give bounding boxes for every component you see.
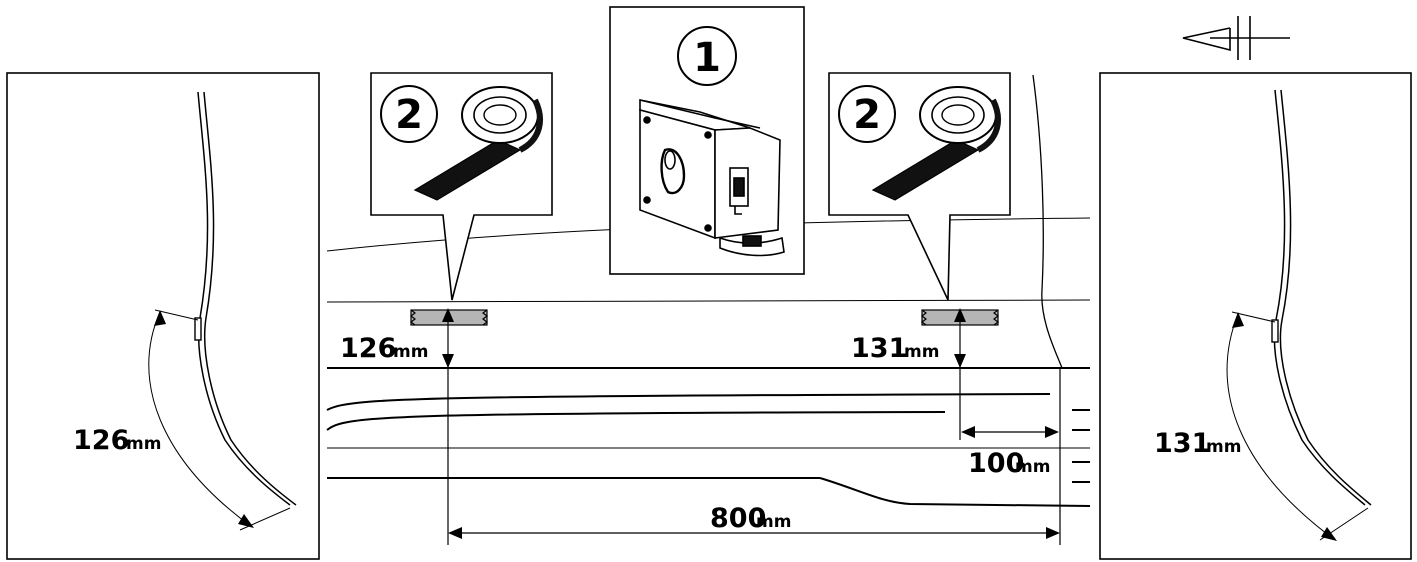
step-2-label-left: 2 <box>395 92 423 138</box>
offset-value: 100 <box>968 448 1024 479</box>
span-dimension <box>448 527 1060 539</box>
tape-measure-panel: 1 <box>609 6 805 275</box>
offset-unit: mm <box>1015 457 1050 477</box>
step-1-badge <box>677 26 737 86</box>
tape-roll-icon <box>413 86 543 201</box>
left-curve-dimension-arc <box>148 311 253 528</box>
right-tape-callout: 2 <box>828 72 1011 301</box>
left-height-value: 126 <box>340 333 396 364</box>
right-height-value: 131 <box>851 333 907 364</box>
step-1-label: 1 <box>693 35 721 81</box>
tape-measure-icon <box>639 99 785 257</box>
right-height-dimension <box>954 308 966 440</box>
left-height-dimension <box>442 308 454 545</box>
right-detail-unit: mm <box>1206 437 1241 457</box>
span-unit: mm <box>756 512 791 532</box>
step-2-badge-right <box>838 85 896 143</box>
left-detail-unit: mm <box>126 434 161 454</box>
right-curve-dimension-arc <box>1226 313 1336 541</box>
step-2-badge-left <box>380 85 438 143</box>
offset-dimension <box>961 426 1059 438</box>
left-tape-callout: 2 <box>370 72 553 301</box>
left-detail-panel: 126 mm <box>6 72 320 560</box>
step-2-label-right: 2 <box>853 92 881 138</box>
symmetry-icon <box>1182 16 1290 60</box>
span-value: 800 <box>710 503 766 534</box>
right-detail-panel: 131 mm <box>1099 72 1412 560</box>
left-detail-value: 126 <box>73 425 129 456</box>
vehicle-body-lines <box>326 74 1091 507</box>
left-height-unit: mm <box>393 342 428 362</box>
right-height-unit: mm <box>904 342 939 362</box>
tape-roll-icon <box>871 86 1001 201</box>
right-detail-value: 131 <box>1154 428 1210 459</box>
